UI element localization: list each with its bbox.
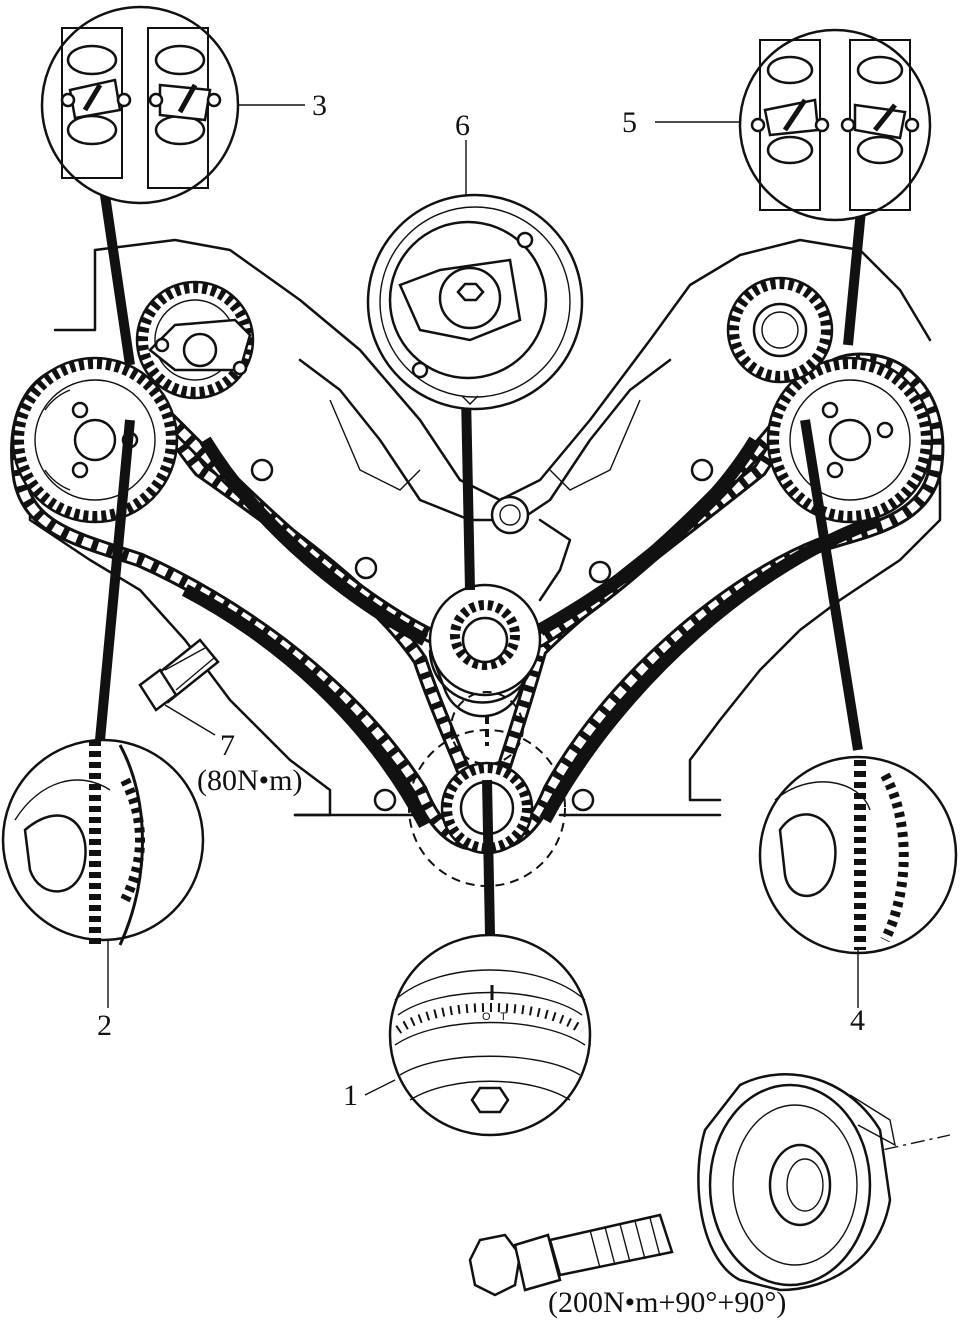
detail-circle-6 [366,140,584,411]
label-1: 1 [343,1079,358,1112]
engine-block-outline [28,238,942,817]
crank-pulley [697,1072,951,1292]
sprocket-center-upper [428,583,542,718]
sprocket-right-upper [726,276,834,384]
timing-mark-t: T [500,1011,507,1023]
chain-guides [181,436,883,829]
idler-bolt [490,495,530,535]
position-sensor [138,638,220,736]
callout-labels: 3 5 6 7 (80N•m) 2 4 1 (200N•m+90°+90°) [97,89,865,1319]
detail-circle-5 [655,28,932,222]
sprocket-left-upper [135,280,255,400]
label-6: 6 [455,109,470,142]
label-2: 2 [97,1009,112,1042]
label-3: 3 [312,89,327,122]
detail-circle-1: O T [364,933,592,1137]
crank-bolt [468,1213,674,1297]
torque-label-bolt: (200N•m+90°+90°) [548,1286,786,1319]
torque-label-7: (80N•m) [197,764,302,797]
sprocket-right-cam [766,356,934,524]
label-4: 4 [850,1004,865,1037]
timing-mark-o: O [482,1011,491,1023]
label-7: 7 [220,729,235,762]
detail-circle-2 [1,738,205,1008]
label-5: 5 [622,106,637,139]
detail-circle-3 [40,5,305,205]
leader-lines [95,194,867,936]
detail-circle-4 [758,755,958,1008]
sprocket-left-cam [11,356,179,524]
